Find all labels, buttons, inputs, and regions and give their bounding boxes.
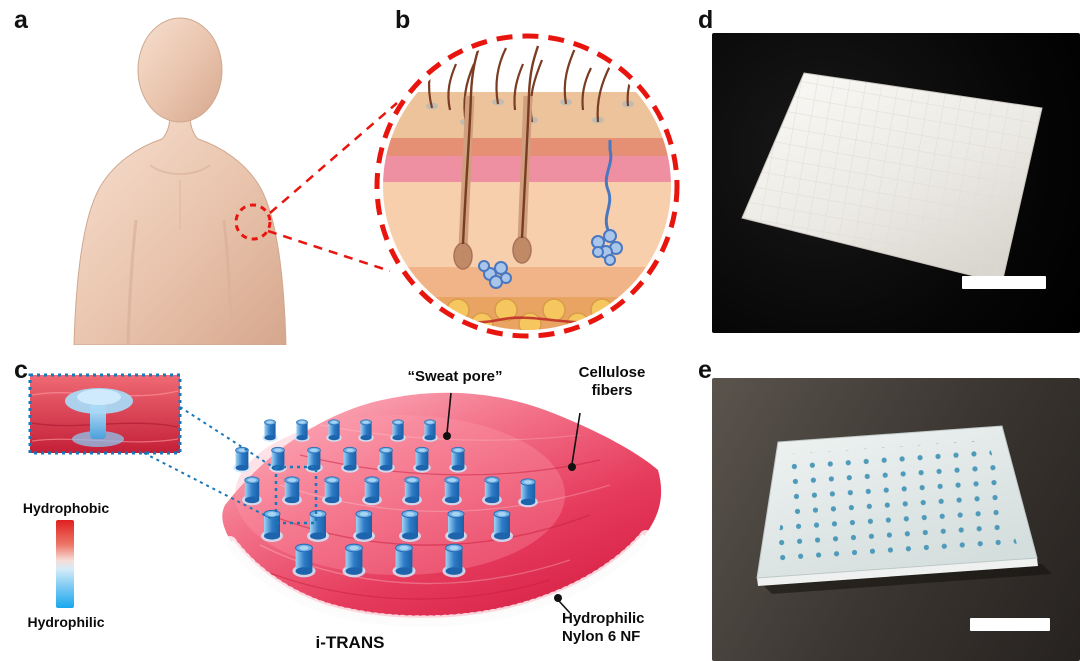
itrans-membrane-illustration [28, 373, 662, 630]
nylon-layer-label: Hydrophilic Nylon 6 NF [562, 610, 645, 646]
pore-closeup-inset [28, 373, 182, 455]
cellulose-fibers-label: Cellulose fibers [578, 364, 646, 400]
skin-cross-section-illustration [374, 33, 680, 339]
hydrophobic-label: Hydrophobic [22, 500, 110, 516]
panel-label-e: e [698, 356, 712, 384]
fiber-texture [249, 424, 611, 600]
panel-label-a: a [14, 6, 28, 34]
hair-follicles [453, 43, 540, 270]
sweat-pore-label: “Sweat pore” [407, 368, 503, 385]
water-plume [65, 388, 133, 447]
photo-bare-membrane [712, 33, 1080, 333]
patterned-membrane-photo [756, 425, 1052, 631]
hydrophilic-label: Hydrophilic [27, 614, 105, 630]
pore-highlight-box [274, 465, 318, 525]
label-pointers [446, 392, 581, 614]
blue-dot-array [774, 440, 1018, 564]
scale-bar [962, 276, 1046, 289]
panel-label-b: b [395, 6, 411, 34]
torso-body [73, 17, 287, 345]
human-torso-illustration [73, 17, 287, 345]
itrans-label: i-TRANS [315, 633, 385, 652]
panel-label-c: c [14, 356, 28, 384]
dotted-membrane-square [756, 425, 1052, 594]
panel-label-d: d [698, 6, 714, 34]
scale-bar [970, 618, 1050, 631]
sweat-glands [478, 229, 623, 289]
pointer-dots [443, 432, 576, 602]
white-membrane-square [741, 72, 1043, 284]
hydrophobicity-color-scale [56, 520, 74, 608]
white-membrane-photo [741, 72, 1046, 289]
sweat-duct [604, 140, 613, 231]
nylon-layer-edge [223, 530, 653, 630]
membrane-sheet [222, 392, 662, 630]
photo-patterned-membrane [712, 378, 1080, 661]
